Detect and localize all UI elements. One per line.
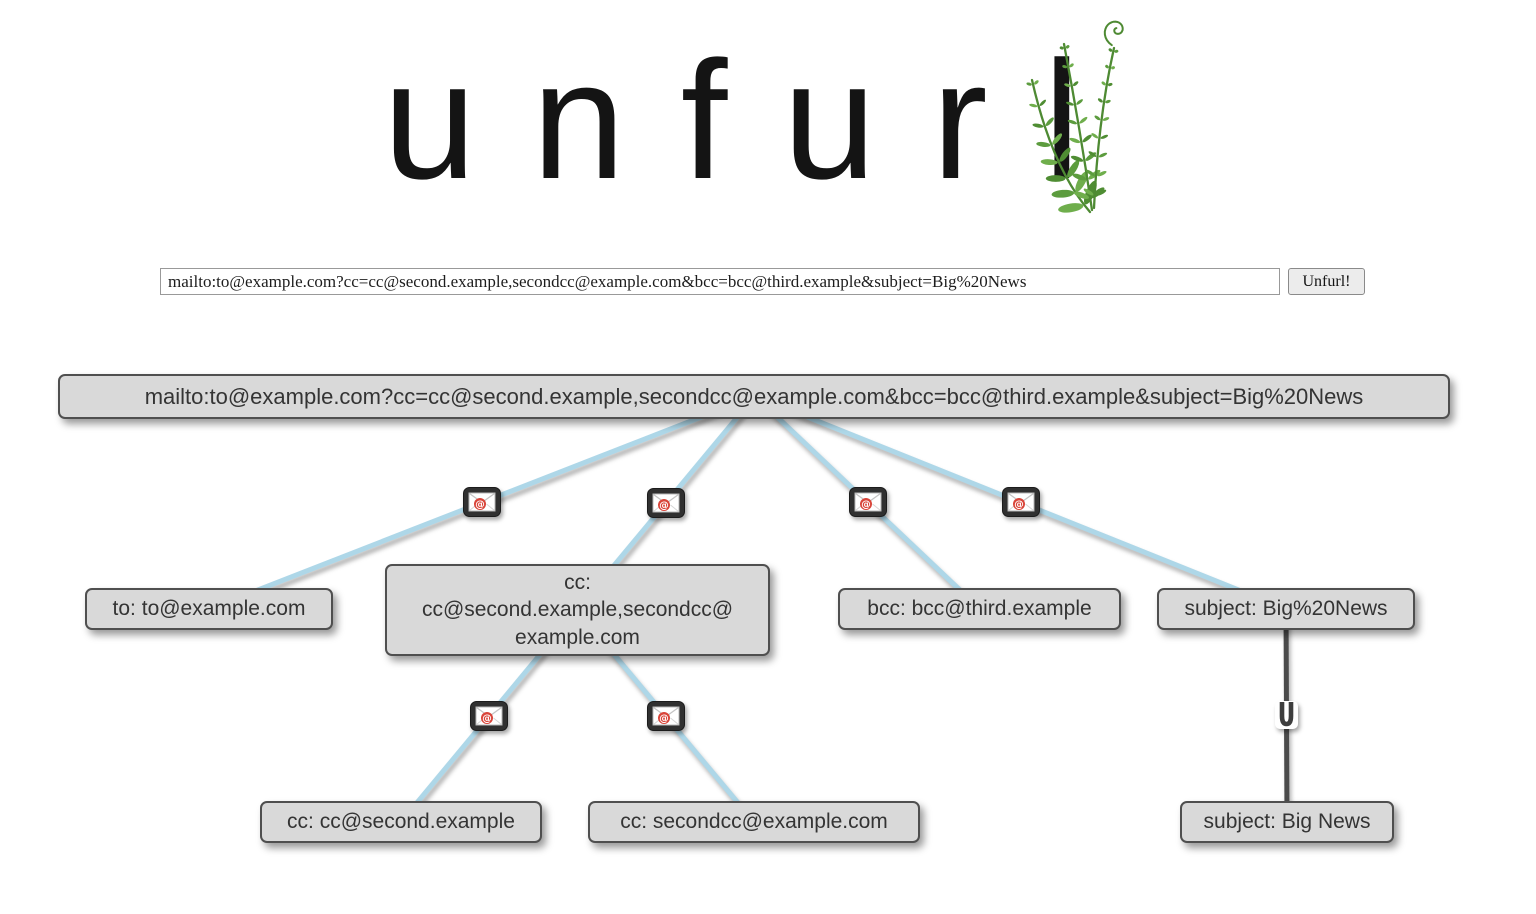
unfurl-button[interactable]: Unfurl! [1288, 268, 1365, 295]
node-bcc[interactable]: bcc: bcc@third.example [838, 588, 1121, 630]
node-subject[interactable]: subject: Big%20News [1157, 588, 1415, 630]
node-subject-decoded[interactable]: subject: Big News [1180, 801, 1394, 843]
envelope-at-icon [849, 487, 887, 517]
envelope-at-icon [647, 488, 685, 518]
node-cc[interactable]: cc: cc@second.example,secondcc@ example.… [385, 564, 770, 656]
node-url[interactable]: mailto:to@example.com?cc=cc@second.examp… [58, 374, 1450, 419]
fern-icon [1026, 20, 1124, 214]
envelope-at-icon [1002, 487, 1040, 517]
app-logo-text: unfurl [383, 26, 1136, 214]
node-to[interactable]: to: to@example.com [85, 588, 333, 630]
envelope-at-icon [463, 487, 501, 517]
envelope-at-icon [647, 701, 685, 731]
app-logo: unfurl [383, 36, 1136, 204]
url-input[interactable] [160, 268, 1280, 295]
node-cc-first[interactable]: cc: cc@second.example [260, 801, 542, 843]
node-cc-second[interactable]: cc: secondcc@example.com [588, 801, 920, 843]
u-glyph-icon [1274, 700, 1299, 730]
envelope-at-icon [470, 701, 508, 731]
